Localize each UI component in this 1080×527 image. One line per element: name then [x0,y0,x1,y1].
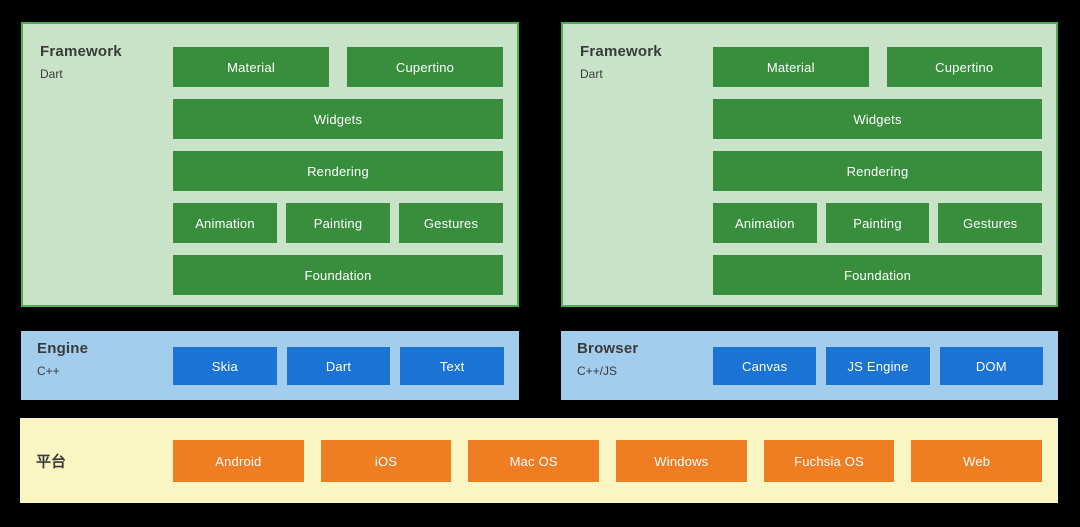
block-web: Web [911,440,1043,482]
platform-panel: 平台 Android iOS Mac OS Windows Fuchsia OS… [20,418,1058,503]
block-painting: Painting [825,203,930,243]
block-macos: Mac OS [468,440,600,482]
block-foundation: Foundation [713,255,1042,295]
block-cupertino: Cupertino [886,47,1042,87]
block-gestures: Gestures [399,203,503,243]
platform-blocks: Android iOS Mac OS Windows Fuchsia OS We… [173,440,1043,482]
block-canvas: Canvas [713,347,817,385]
framework-row-rendering: Rendering [713,151,1042,191]
framework-row-animation: Animation Painting Gestures [173,203,503,243]
panel-title: Engine [37,340,89,357]
block-fuchsia-os: Fuchsia OS [763,440,895,482]
block-text: Text [400,347,505,385]
block-js-engine: JS Engine [826,347,930,385]
framework-row-foundation: Foundation [173,255,503,295]
framework-left-blocks: Material Cupertino Widgets Rendering Ani… [173,47,503,295]
block-widgets: Widgets [713,99,1042,139]
framework-left-label: Framework Dart [40,43,122,81]
block-skia: Skia [173,347,277,385]
block-gestures: Gestures [938,203,1043,243]
block-animation: Animation [713,203,817,243]
panel-subtitle: Dart [580,67,603,81]
engine-label: Engine C++ [37,340,88,378]
framework-row-widgets: Widgets [713,99,1042,139]
block-dom: DOM [939,347,1043,385]
block-animation: Animation [173,203,277,243]
block-ios: iOS [320,440,452,482]
platform-label: 平台 [36,453,67,470]
engine-panel: Engine C++ Skia Dart Text [21,331,519,400]
framework-row-top: Material Cupertino [713,47,1042,87]
block-android: Android [173,440,304,482]
block-rendering: Rendering [713,151,1042,191]
framework-row-animation: Animation Painting Gestures [713,203,1043,243]
block-cupertino: Cupertino [347,47,503,87]
panel-title: Framework [580,43,662,60]
block-dart: Dart [286,347,391,385]
block-material: Material [173,47,329,87]
framework-row-foundation: Foundation [713,255,1042,295]
block-foundation: Foundation [173,255,503,295]
framework-panel-left: Framework Dart Material Cupertino Widget… [21,22,519,307]
browser-blocks: Canvas JS Engine DOM [713,347,1043,385]
framework-right-label: Framework Dart [580,43,662,81]
panel-title: Browser [577,340,639,357]
block-windows: Windows [616,440,747,482]
browser-panel: Browser C++/JS Canvas JS Engine DOM [561,331,1058,400]
panel-subtitle: Dart [40,67,63,81]
framework-row-rendering: Rendering [173,151,503,191]
framework-panel-right: Framework Dart Material Cupertino Widget… [561,22,1058,307]
block-material: Material [713,47,869,87]
panel-title: Framework [40,43,122,60]
block-painting: Painting [286,203,390,243]
framework-row-widgets: Widgets [173,99,503,139]
engine-blocks: Skia Dart Text [173,347,505,385]
block-rendering: Rendering [173,151,503,191]
block-widgets: Widgets [173,99,503,139]
framework-right-blocks: Material Cupertino Widgets Rendering Ani… [713,47,1043,295]
panel-subtitle: C++ [37,364,60,378]
browser-label: Browser C++/JS [577,340,638,378]
panel-subtitle: C++/JS [577,364,618,378]
framework-row-top: Material Cupertino [173,47,503,87]
